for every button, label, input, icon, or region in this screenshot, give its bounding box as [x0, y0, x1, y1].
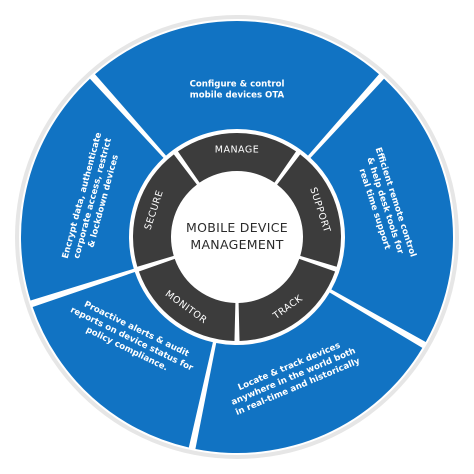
ring-segment-manage: [177, 132, 297, 183]
ring-segment-monitor: [138, 258, 236, 341]
segment-manage-line: mobile devices OTA: [190, 91, 285, 101]
segment-track: [195, 292, 423, 453]
segment-support: [310, 78, 454, 343]
center-circle: [172, 172, 302, 302]
ring-segment-secure: [133, 154, 197, 267]
ring-segment-support: [277, 154, 342, 267]
segment-monitor: [32, 271, 213, 448]
center-title-line2: MANAGEMENT: [190, 237, 283, 252]
segment-manage-line: Configure & control: [190, 80, 285, 90]
segment-secure: [21, 78, 164, 301]
segment-manage: [95, 21, 379, 156]
center-title-line1: MOBILE DEVICE: [186, 220, 288, 235]
ring-label-manage: MANAGE: [215, 145, 260, 156]
ring-segment-track: [238, 258, 336, 341]
